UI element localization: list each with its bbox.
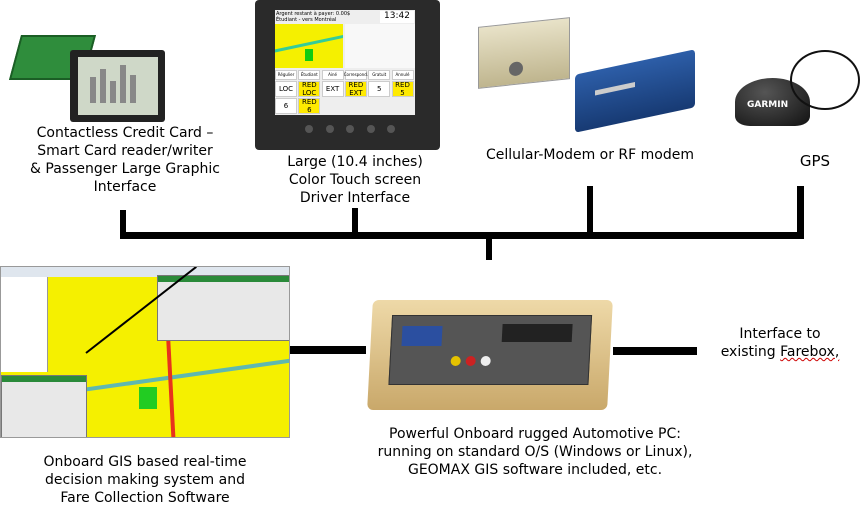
- zone-button[interactable]: 5: [368, 81, 391, 97]
- screen-header: Argent restant à payer: 0.00$Étudiant - …: [276, 11, 351, 23]
- screen-clock: 13:42: [380, 11, 414, 23]
- modem-label: Cellular-Modem or RF modem: [486, 147, 694, 163]
- fare-button[interactable]: Annulé: [391, 70, 414, 80]
- bus-line: [120, 232, 804, 239]
- fare-button[interactable]: Régulier: [275, 70, 297, 80]
- fare-button[interactable]: Correspond.: [344, 70, 368, 80]
- gps-brand: GARMIN: [747, 100, 789, 110]
- card-reader-label: Contactless Credit Card –Smart Card read…: [30, 125, 220, 195]
- zone-button[interactable]: RED 5: [391, 81, 414, 97]
- card-reader-image: [8, 30, 165, 125]
- fare-button[interactable]: Gratuit: [368, 70, 391, 80]
- zone-button[interactable]: RED EXT: [344, 81, 367, 97]
- zone-button[interactable]: RED LOC: [298, 81, 321, 97]
- drop-gps: [797, 186, 804, 238]
- fare-button[interactable]: Ainé: [321, 70, 344, 80]
- gps-label: GPS: [799, 152, 831, 170]
- zone-button[interactable]: LOC: [275, 81, 297, 97]
- link-farebox: [613, 347, 697, 355]
- automotive-pc-image: [367, 300, 613, 410]
- drop-card-reader: [120, 210, 126, 238]
- zone-button[interactable]: RED 6: [298, 98, 321, 114]
- zone-button[interactable]: EXT: [321, 81, 344, 97]
- pc-label: Powerful Onboard rugged Automotive PC:ru…: [377, 426, 693, 478]
- touch-screen-image: Argent restant à payer: 0.00$Étudiant - …: [255, 0, 440, 150]
- gis-screenshot: [0, 266, 290, 438]
- drop-touch-screen: [352, 208, 358, 238]
- screen-map: [275, 24, 343, 68]
- cellular-modem-image: [478, 17, 570, 89]
- rf-modem-image: [575, 49, 695, 133]
- gps-cable: [790, 50, 860, 110]
- link-gis: [290, 346, 366, 354]
- drop-pc: [486, 236, 492, 260]
- fare-button[interactable]: Étudiant: [298, 70, 321, 80]
- zone-button[interactable]: 6: [275, 98, 297, 114]
- drop-modem: [587, 186, 593, 238]
